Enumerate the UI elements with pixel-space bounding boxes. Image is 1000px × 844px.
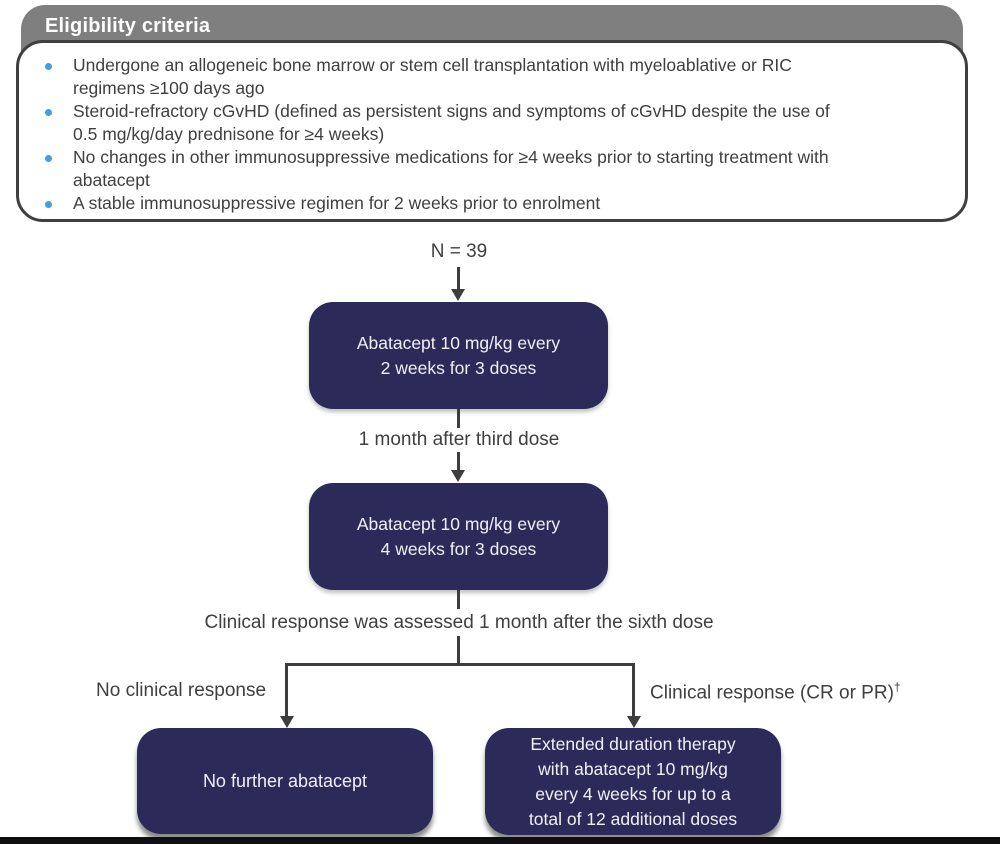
eligibility-item: Undergone an allogeneic bone marrow or s… [45, 54, 935, 100]
bullet-dot-icon [45, 109, 52, 116]
eligibility-item-text: No changes in other immunosuppressive me… [73, 147, 829, 190]
arrow-down-icon [451, 470, 465, 482]
arrow-line [457, 409, 460, 428]
enrollment-count-label: N = 39 [430, 241, 488, 262]
eligibility-item: No changes in other immunosuppressive me… [45, 146, 935, 192]
eligibility-title: Eligibility criteria [45, 15, 211, 37]
dose-box-2: Abatacept 10 mg/kg every 4 weeks for 3 d… [309, 483, 608, 590]
assessment-label: Clinical response was assessed 1 month a… [204, 612, 714, 633]
branch-right-line [632, 663, 635, 717]
arrow-line [457, 590, 460, 609]
branch-connector-line [285, 663, 635, 666]
outcome-box-right: Extended duration therapy with abatacept… [485, 728, 781, 835]
outcome-box-left: No further abatacept [137, 728, 433, 834]
bullet-dot-icon [45, 155, 52, 162]
branch-left-line [285, 663, 288, 717]
eligibility-item-text: Steroid-refractory cGvHD (defined as per… [73, 101, 830, 144]
eligibility-panel: Undergone an allogeneic bone marrow or s… [16, 40, 968, 222]
arrow-down-icon [451, 289, 465, 301]
branch-right-label-text: Clinical response (CR or PR) [650, 682, 894, 704]
arrow-down-icon [627, 716, 641, 728]
arrow-line [457, 452, 460, 472]
bullet-dot-icon [45, 63, 52, 70]
eligibility-item: A stable immunosuppressive regimen for 2… [45, 192, 935, 215]
interval-label: 1 month after third dose [358, 429, 560, 450]
eligibility-item: Steroid-refractory cGvHD (defined as per… [45, 100, 935, 146]
bullet-dot-icon [45, 201, 52, 208]
eligibility-item-text: Undergone an allogeneic bone marrow or s… [73, 55, 792, 98]
arrow-line [457, 636, 460, 666]
arrow-down-icon [280, 716, 294, 728]
branch-right-label: Clinical response (CR or PR)† [650, 680, 901, 704]
eligibility-item-text: A stable immunosuppressive regimen for 2… [73, 193, 601, 213]
arrow-line [457, 267, 460, 291]
bottom-border-bar [0, 837, 1000, 844]
dagger-superscript: † [893, 680, 901, 694]
dose-box-1: Abatacept 10 mg/kg every 2 weeks for 3 d… [309, 302, 608, 409]
branch-left-label: No clinical response [96, 680, 267, 701]
